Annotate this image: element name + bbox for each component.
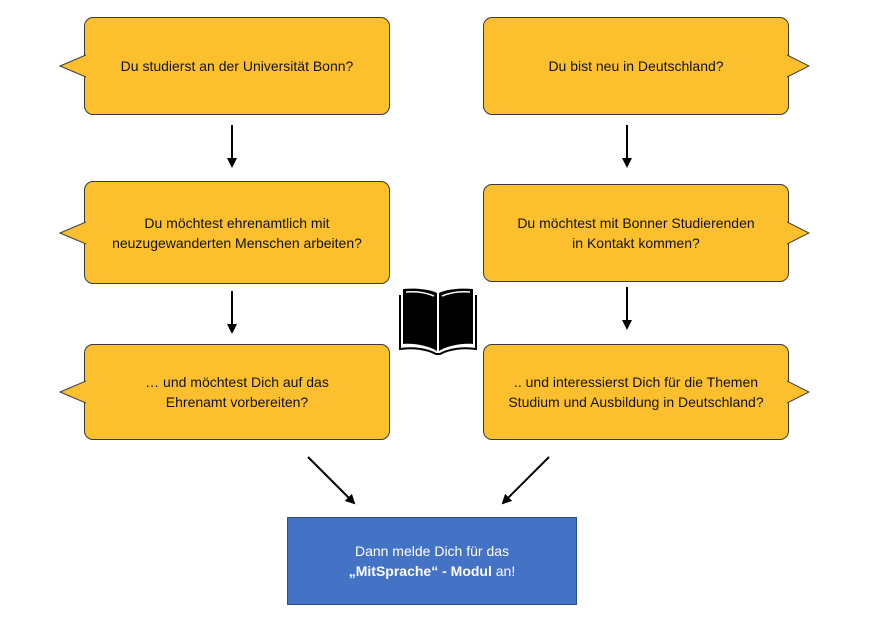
registration-call-to-action: Dann melde Dich für das „MitSprache“ - M… [287,517,577,605]
question-text: Du studierst an der Universität Bonn? [120,58,354,74]
question-text-line-2: neuzugewanderten Menschen arbeiten? [112,234,362,251]
cta-line-2: „MitSprache“ - Modul an! [349,561,515,581]
speech-tail-icon [59,54,86,78]
speech-tail-icon [787,221,810,245]
arrow-diag-left [307,456,356,505]
open-book-icon [399,288,477,355]
question-text-line-1: … und möchtest Dich auf das [145,374,329,390]
question-text-line-1: Du möchtest mit Bonner Studierenden [517,215,755,231]
question-text-line-1: .. und interessierst Dich für die Themen [513,374,759,390]
speech-tail-icon [59,380,86,404]
question-bubble-left-1: Du studierst an der Universität Bonn? [59,17,390,115]
question-bubble-right-2: Du möchtest mit Bonner Studierenden in K… [483,184,810,282]
speech-tail-icon [787,54,810,78]
speech-tail-icon [59,221,86,244]
question-bubble-right-1: Du bist neu in Deutschland? [483,17,810,115]
cta-line-2-rest: an! [491,563,516,579]
question-text-line-2: in Kontakt kommen? [572,235,700,251]
arrow-diag-right [501,456,550,505]
question-text-line-2: Studium und Ausbildung in Deutschland? [508,394,764,410]
module-name: „MitSprache“ - Modul [348,563,492,579]
question-bubble-left-2: Du möchtest ehrenamtlich mit neuzugewand… [59,181,390,284]
question-bubble-left-3: … und möchtest Dich auf das Ehrenamt vor… [59,344,390,440]
cta-line-1: Dann melde Dich für das [354,543,510,559]
question-text: Du bist neu in Deutschland? [548,58,724,74]
speech-tail-icon [787,380,810,404]
question-bubble-right-3: .. und interessierst Dich für die Themen… [483,344,810,440]
question-text-line-1: Du möchtest ehrenamtlich mit [144,214,330,231]
question-text-line-2: Ehrenamt vorbereiten? [165,394,309,410]
